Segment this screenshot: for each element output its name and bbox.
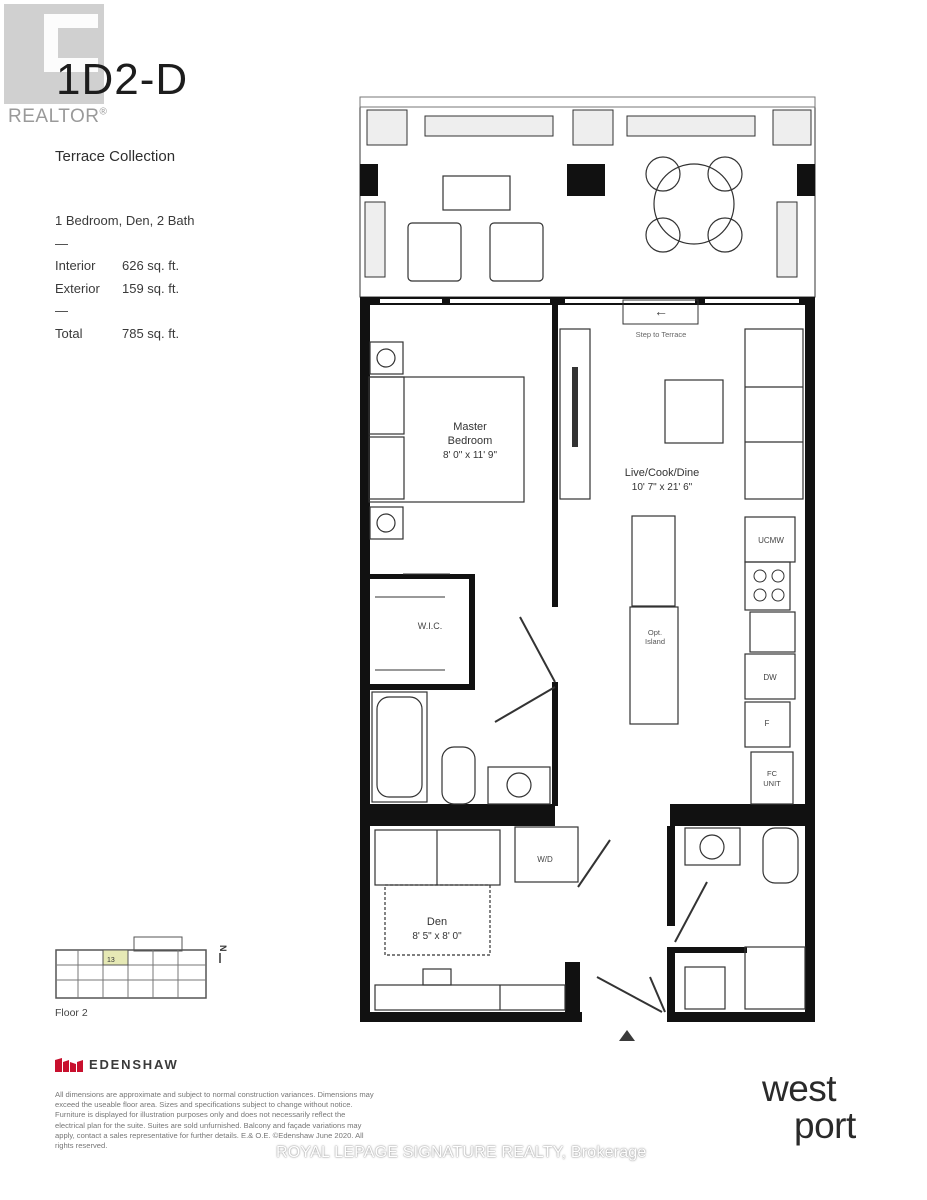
- interior-walls: [370, 305, 815, 1022]
- project-logo-line2: port: [794, 1105, 856, 1146]
- separator: —: [55, 235, 68, 251]
- wic-label: W.I.C.: [418, 621, 443, 631]
- area-row-exterior: Exterior 159 sq. ft.: [55, 278, 194, 301]
- island-label: Opt.: [648, 628, 662, 637]
- entry-door-swing-right: [649, 976, 666, 1013]
- terrace-door: [622, 299, 699, 325]
- living-furniture: [559, 328, 804, 725]
- step-to-terrace-label: Step to Terrace: [636, 330, 687, 339]
- project-logo: west port: [762, 1070, 856, 1144]
- total-value: 785 sq. ft.: [122, 325, 180, 341]
- unit-info: 1 Bedroom, Den, 2 Bath — Interior 626 sq…: [55, 210, 194, 345]
- north-label: N: [218, 945, 228, 952]
- bath2-door-swing: [674, 881, 708, 943]
- master-bedroom-label: Bedroom: [448, 435, 493, 447]
- wic-door-swing: [519, 616, 556, 683]
- fc-unit-label: FC: [767, 769, 778, 778]
- den-furniture: [374, 829, 566, 1011]
- cooktop-burners: [753, 569, 785, 602]
- master-bedroom-label: Master: [453, 421, 487, 433]
- project-logo-line1: west: [762, 1068, 837, 1109]
- unit-layout: 1 Bedroom, Den, 2 Bath: [55, 213, 195, 228]
- listing-watermark: ROYAL LEPAGE SIGNATURE REALTY, Brokerage: [276, 1144, 647, 1161]
- washer-dryer: [514, 826, 579, 883]
- legal-disclaimer: All dimensions are approximate and subje…: [55, 1090, 374, 1151]
- area-row-interior: Interior 626 sq. ft.: [55, 255, 194, 278]
- master-bed: [368, 341, 525, 540]
- dw-label: DW: [763, 673, 777, 682]
- floor-label: Floor 2: [55, 1007, 88, 1019]
- terrace-posts: [360, 164, 815, 196]
- ucmw-label: UCMW: [758, 536, 784, 545]
- area-value: 626 sq. ft.: [122, 258, 180, 273]
- realtor-r-glyph: [44, 14, 98, 72]
- wd-label: W/D: [537, 855, 553, 864]
- area-value: 159 sq. ft.: [122, 280, 180, 296]
- living-dims: 10' 7" x 21' 6": [632, 482, 693, 493]
- keyplan-unit-number: 13: [107, 957, 115, 964]
- step-arrow: ←: [654, 303, 668, 319]
- den-dims: 8' 5" x 8' 0": [412, 931, 462, 942]
- living-label: Live/Cook/Dine: [625, 467, 700, 479]
- master-bedroom-dims: 8' 0" x 11' 9": [443, 450, 498, 461]
- entry-door-swing-left: [596, 976, 663, 1013]
- key-plan: 13 N: [48, 935, 233, 1005]
- bath2-fixtures: [684, 827, 806, 1010]
- wic-shelves: [375, 573, 450, 671]
- wd-door-swing: [577, 839, 611, 888]
- ensuite-fixtures: [371, 691, 551, 805]
- area-label: Exterior: [55, 280, 100, 296]
- area-row-total: Total 785 sq. ft.: [55, 323, 194, 346]
- total-label: Total: [55, 325, 83, 341]
- fc-unit-label: UNIT: [763, 779, 781, 788]
- realtor-logo-text: REALTOR®: [8, 106, 108, 127]
- floor-plan: ← Step to Terrace Master Bedroom 8' 0" x…: [355, 92, 820, 1027]
- developer-brand: EDENSHAW: [55, 1057, 179, 1072]
- kitchen-counter: [744, 516, 796, 805]
- tv-unit: [572, 367, 578, 447]
- island-label: Island: [645, 637, 665, 646]
- edenshaw-logo-icon: [55, 1057, 83, 1072]
- unit-code: 1D2-D: [56, 55, 189, 104]
- collection-name: Terrace Collection: [55, 148, 176, 165]
- terrace-furniture: [407, 156, 743, 282]
- den-label: Den: [427, 916, 447, 928]
- area-label: Interior: [55, 258, 96, 273]
- exterior-walls: [360, 297, 815, 1022]
- terrace-windows: [380, 299, 799, 303]
- realtor-logo: REALTOR®: [4, 4, 114, 128]
- developer-name: EDENSHAW: [89, 1057, 179, 1072]
- separator: —: [55, 303, 68, 318]
- fridge-label: F: [765, 719, 770, 728]
- ensuite-door-swing: [494, 686, 556, 723]
- terrace-planters: [364, 109, 812, 278]
- entry-arrow-icon: [619, 1030, 635, 1041]
